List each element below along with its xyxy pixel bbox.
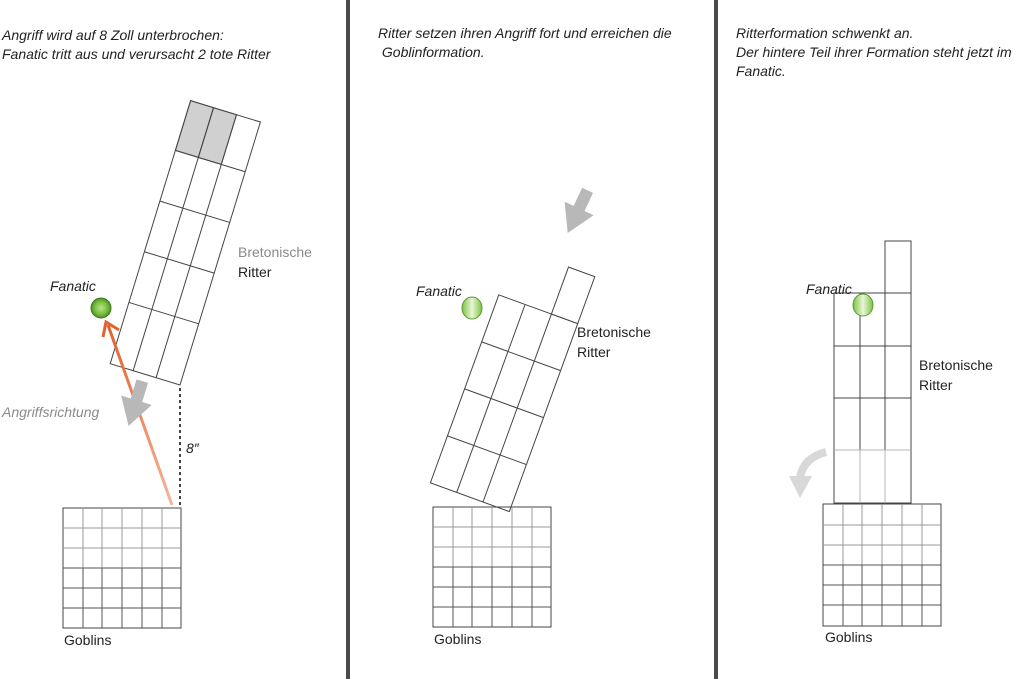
panel1-goblins-label: Goblins: [64, 632, 112, 648]
panel1-caption-line1: Angriff wird auf 8 Zoll unterbrochen:: [2, 27, 224, 43]
panel3-knight-formation: [833, 240, 912, 504]
fanatic-marker: [90, 297, 112, 319]
panel2-goblin-formation: [432, 506, 552, 628]
panel2-goblins-label: Goblins: [434, 631, 482, 647]
panel1-fanatic-label: Fanatic: [50, 278, 96, 294]
panel2-knights-label-line2: Ritter: [577, 344, 611, 360]
panel-divider-2: [714, 0, 718, 679]
panel3-knights-label-line2: Ritter: [919, 377, 953, 393]
panel-divider-1: [346, 0, 350, 679]
panel2-caption-line2: Goblinformation.: [378, 44, 485, 60]
fanatic-marker: [852, 293, 874, 317]
panel3-caption-line1: Ritterformation schwenkt an.: [736, 25, 914, 41]
panel3-knights-label-line1: Bretonische: [919, 357, 993, 373]
panel2-knight-formation: [429, 266, 596, 513]
panel2-caption-line1: Ritter setzen ihren Angriff fort und err…: [378, 25, 672, 41]
panel3-fanatic-label: Fanatic: [806, 281, 852, 297]
panel2-fanatic-label: Fanatic: [416, 283, 462, 299]
panel2-charge-arrow: [564, 187, 594, 233]
fanatic-marker: [461, 296, 483, 320]
panel3-goblins-label: Goblins: [825, 629, 873, 645]
panel3-goblin-formation: [822, 503, 942, 627]
panel1-caption-line2: Fanatic tritt aus und verursacht 2 tote …: [2, 46, 271, 62]
panel2-knights-label-line1: Bretonische: [577, 324, 651, 340]
panel3-caption-line3: Fanatic.: [736, 63, 786, 79]
wheel-arrow: [789, 448, 828, 498]
panel1-distance-label: 8″: [186, 440, 199, 456]
panel3-caption-line2: Der hintere Teil ihrer Formation steht j…: [736, 44, 1012, 60]
panel1-knights-label-line2: Ritter: [238, 264, 272, 280]
charge-direction-arrow: [121, 379, 152, 427]
panel1-direction-label: Angriffsrichtung: [2, 404, 100, 420]
panel1-knights-label-line1: Bretonische: [238, 244, 312, 260]
panel1-goblin-formation: [62, 507, 182, 629]
panel1-knight-formation: [109, 100, 262, 386]
